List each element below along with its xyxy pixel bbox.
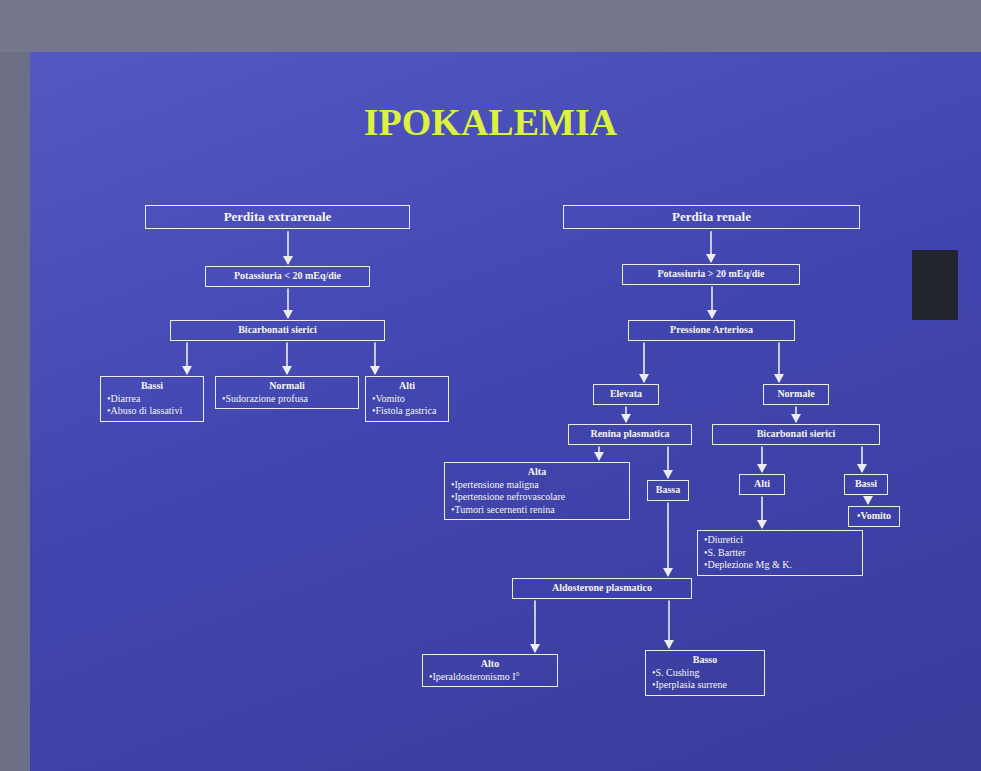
- list-item: •Sudorazione profusa: [222, 393, 352, 406]
- flow-box: Alta•Ipertensione maligna•Ipertensione n…: [444, 462, 630, 520]
- list-item: •Vomito: [372, 393, 442, 406]
- box-label: Normale: [770, 388, 822, 401]
- flow-box: Elevata: [593, 384, 659, 405]
- box-label: Perdita renale: [570, 209, 853, 225]
- list-item: •Abuso di lassativi: [107, 405, 197, 418]
- flow-box: Alto•Iperaldosteronismo I°: [422, 654, 558, 687]
- box-label: Alti: [372, 380, 442, 393]
- flow-box: Bicarbonati sierici: [170, 320, 385, 341]
- slide-title: IPOKALEMIA: [0, 100, 981, 144]
- flow-box: Potassiuria < 20 mEq/die: [205, 266, 370, 287]
- box-label: Potassiuria > 20 mEq/die: [629, 268, 793, 281]
- list-item: •Fistola gastrica: [372, 405, 442, 418]
- flow-arrow: [667, 447, 669, 479]
- list-item: •Diarrea: [107, 393, 197, 406]
- flow-box: Normali•Sudorazione profusa: [215, 376, 359, 409]
- list-item: •Deplezione Mg & K.: [704, 559, 856, 572]
- flow-arrow: [867, 497, 869, 505]
- flow-box: Bicarbonati sierici: [712, 424, 880, 445]
- flow-arrow: [534, 601, 536, 653]
- box-label: Alto: [429, 658, 551, 671]
- box-label: Normali: [222, 380, 352, 393]
- flow-box: Alti: [739, 474, 785, 495]
- list-item: •S. Bartter: [704, 547, 856, 560]
- box-label: Alti: [746, 478, 778, 491]
- wall-device: [912, 250, 958, 320]
- flow-arrow: [778, 343, 780, 383]
- box-label: Bicarbonati sierici: [719, 428, 873, 441]
- flow-arrow: [186, 343, 188, 375]
- wall: [0, 0, 981, 52]
- flow-arrow: [374, 343, 376, 375]
- flow-box: Basso•S. Cushing•Iperplasia surrene: [645, 650, 765, 696]
- flow-box: Potassiuria > 20 mEq/die: [622, 264, 800, 285]
- flow-arrow: [795, 407, 797, 423]
- box-label: Pressione Arteriosa: [635, 324, 788, 337]
- flow-arrow: [861, 447, 863, 473]
- list-item: •Tumori secernenti renina: [451, 504, 623, 517]
- box-label: Potassiuria < 20 mEq/die: [212, 270, 363, 283]
- flow-box: Aldosterone plasmatico: [512, 578, 692, 599]
- flow-box: Perdita renale: [563, 205, 860, 229]
- box-label: •Vomito: [855, 510, 893, 523]
- flow-box: Bassa: [647, 480, 689, 501]
- flow-arrow: [598, 447, 600, 461]
- list-item: •S. Cushing: [652, 667, 758, 680]
- flow-arrow: [287, 289, 289, 319]
- flow-arrow: [668, 601, 670, 649]
- flow-arrow: [761, 497, 763, 529]
- list-item: •Iperaldosteronismo I°: [429, 671, 551, 684]
- flow-arrow: [287, 231, 289, 264]
- list-item: •Ipertensione maligna: [451, 479, 623, 492]
- flow-box: Bassi: [844, 474, 888, 495]
- box-label: Bassi: [107, 380, 197, 393]
- box-label: Perdita extrarenale: [152, 209, 403, 225]
- box-label: Aldosterone plasmatico: [519, 582, 685, 595]
- flow-box: Bassi•Diarrea•Abuso di lassativi: [100, 376, 204, 422]
- flow-box: Pressione Arteriosa: [628, 320, 795, 341]
- list-item: •Iperplasia surrene: [652, 679, 758, 692]
- box-label: •Diuretici: [704, 534, 856, 547]
- flow-box: Normale: [763, 384, 829, 405]
- flow-arrow: [710, 231, 712, 262]
- flow-arrow: [286, 343, 288, 375]
- flow-arrow: [667, 503, 669, 577]
- flow-box: Alti•Vomito•Fistola gastrica: [365, 376, 449, 422]
- box-label: Bicarbonati sierici: [177, 324, 378, 337]
- flow-arrow: [625, 407, 627, 423]
- list-item: •Ipertensione nefrovascolare: [451, 491, 623, 504]
- box-label: Elevata: [600, 388, 652, 401]
- flow-box: Renina plasmatica: [568, 424, 692, 445]
- box-label: Bassi: [851, 478, 881, 491]
- flow-arrow: [761, 447, 763, 473]
- flow-arrow: [643, 343, 645, 383]
- box-label: Renina plasmatica: [575, 428, 685, 441]
- flow-box: Perdita extrarenale: [145, 205, 410, 229]
- flow-box: •Diuretici•S. Bartter•Deplezione Mg & K.: [697, 530, 863, 576]
- flow-box: •Vomito: [848, 506, 900, 527]
- flow-arrow: [711, 287, 713, 319]
- box-label: Bassa: [654, 484, 682, 497]
- box-label: Basso: [652, 654, 758, 667]
- box-label: Alta: [451, 466, 623, 479]
